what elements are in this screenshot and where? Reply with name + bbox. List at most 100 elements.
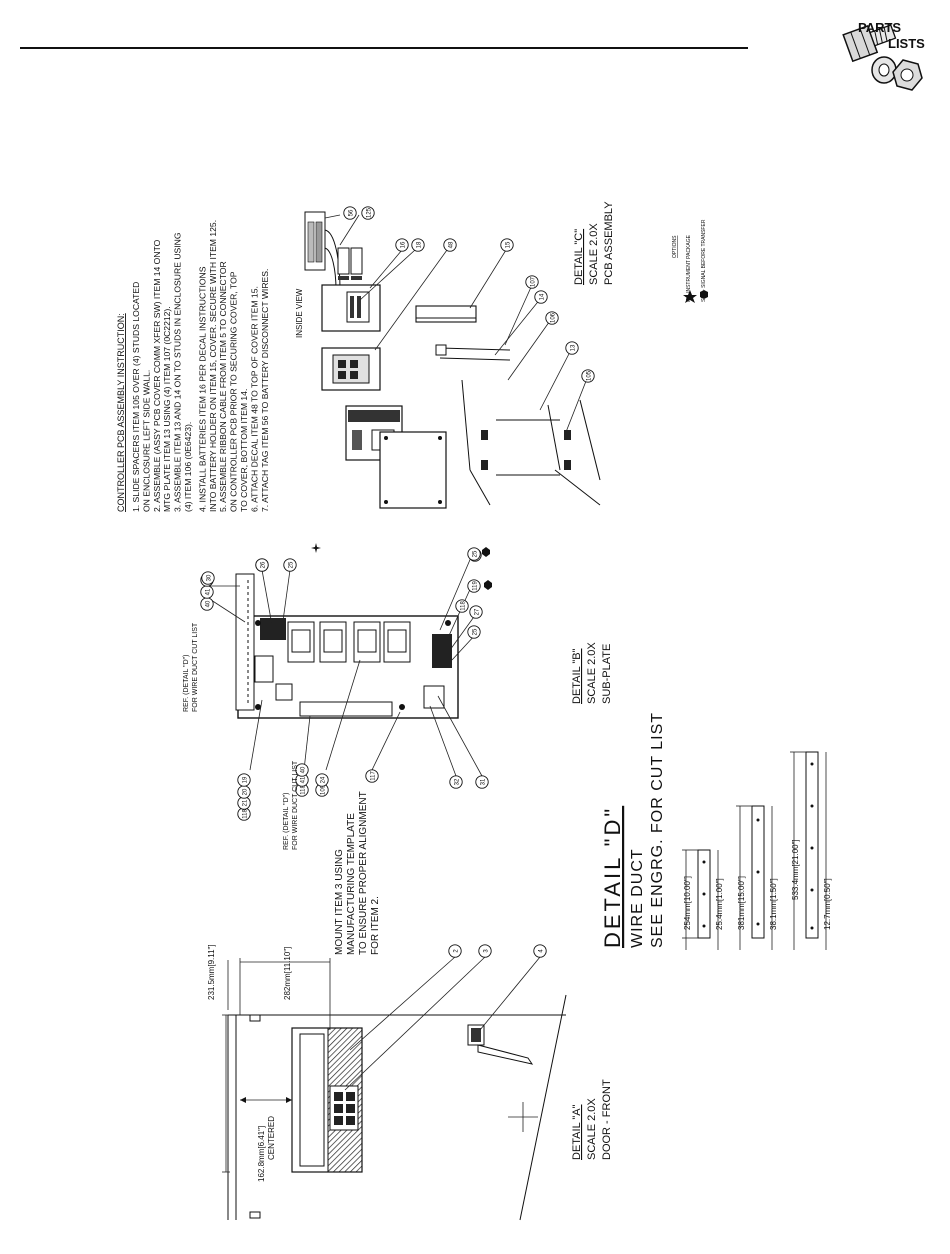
dim-254: 254mm[10.00"] xyxy=(683,876,692,930)
instruction-line: 6. ATTACH DECAL ITEM 48 TO TOP OF COVER … xyxy=(249,286,259,512)
callout-circle xyxy=(315,773,329,787)
detail-c-name: PCB ASSEMBLY xyxy=(603,201,615,285)
detail-b-sub-plate: REF. (DETAIL "D") FOR WIRE DUCT CUT LIST xyxy=(183,543,613,850)
mount-note-line1: MOUNT ITEM 3 USING xyxy=(334,849,345,955)
detail-b-scale: SCALE 2.0X xyxy=(586,642,598,704)
callout-circle xyxy=(467,547,481,561)
callout-circle xyxy=(443,238,457,252)
star-icon xyxy=(683,290,697,303)
callout-number: 118 xyxy=(301,785,307,795)
detail-c-title: DETAIL "C" xyxy=(573,229,585,285)
callout-number: 106 xyxy=(551,312,557,323)
contactor-4 xyxy=(383,621,411,663)
option-sbt: SBT - SIGNAL BEFORE TRANSFER xyxy=(701,219,707,302)
callout-number: 13 xyxy=(571,344,577,351)
detail-d-sub2: SEE ENGRG. FOR CUT LIST xyxy=(649,712,666,948)
instructions-title: CONTROLLER PCB ASSEMBLY INSTRUCTION: xyxy=(116,313,126,512)
wire-duct-top xyxy=(235,573,255,711)
detail-a-dims xyxy=(222,958,331,1173)
callout-number: 25 xyxy=(289,561,295,568)
detail-d-wire-duct: DETAIL "D" WIRE DUCT SEE ENGRG. FOR CUT … xyxy=(600,712,832,950)
decal-panel xyxy=(321,347,381,391)
callout-number: 24 xyxy=(321,776,327,783)
callout-circle xyxy=(395,238,409,252)
callout-number: 25 xyxy=(473,628,479,635)
callout-circle xyxy=(455,599,469,613)
callout-number: 25 xyxy=(473,550,479,557)
detail-a-scale: SCALE 2.0X xyxy=(586,1098,598,1160)
callout-circle xyxy=(411,238,425,252)
dim-height-line1: 162.8mm[6.41"] xyxy=(257,1126,266,1182)
detail-b-leaders xyxy=(207,554,483,777)
small-relay xyxy=(275,683,293,701)
dim-38-1: 38.1mm[1.50"] xyxy=(769,878,778,930)
callout-circle xyxy=(365,769,379,783)
callout-circle xyxy=(581,369,595,383)
callout-circle xyxy=(525,275,539,289)
callout-number: 26 xyxy=(261,561,267,568)
badge-line-2: LISTS xyxy=(888,36,925,51)
callout-circle xyxy=(469,605,483,619)
duct-piece-15in xyxy=(751,805,765,939)
mount-note-line2: MANUFACTURING TEMPLATE xyxy=(346,813,357,955)
callout-circle xyxy=(343,206,357,220)
detail-a-door-front: 231.5mm[9.11"] 282mm[11.10"] 162.8mm[6.4… xyxy=(207,791,613,1221)
callout-circle xyxy=(255,558,269,572)
instruction-line: ON ENCLOSURE LEFT SIDE WALL. xyxy=(141,370,151,512)
pcb-cover-bottom xyxy=(415,305,477,323)
instruction-line: 1. SLIDE SPACERS ITEM 105 OVER (4) STUDS… xyxy=(131,282,141,512)
callout-number: 3 xyxy=(484,949,490,953)
hexagon-icon xyxy=(700,290,708,299)
instruction-line: MTG PLATE ITEM 13 USING (4) ITEM 107 (0C… xyxy=(162,306,172,512)
parts-lists-badge: PARTS LISTS xyxy=(842,20,925,91)
detail-d-title: DETAIL "D" xyxy=(600,806,625,948)
detail-c-scale: SCALE 2.0X xyxy=(588,223,600,285)
ref-bottom-line1: REF. (DETAIL "D") xyxy=(283,793,290,850)
callout-circle xyxy=(448,944,462,958)
terminal-block-right xyxy=(432,634,452,668)
center-crosshair xyxy=(508,1102,538,1132)
instruction-line: 7. ATTACH TAG ITEM 56 TO BATTERY DISCONN… xyxy=(260,269,270,512)
batteries xyxy=(337,247,363,280)
dim-381: 381mm[15.00"] xyxy=(737,876,746,930)
callout-number: 118 xyxy=(243,809,249,819)
dim-height-line2: CENTERED xyxy=(267,1116,276,1160)
detail-d-sub1: WIRE DUCT xyxy=(629,848,646,948)
callout-number: 40 xyxy=(206,600,212,607)
callout-number: 56 xyxy=(349,209,355,216)
callout-number: 118 xyxy=(461,601,467,611)
fuse-block xyxy=(423,685,445,709)
instruction-line: 2. ASSEMBLE (ASSY PCB COVER COMM XFER SW… xyxy=(152,239,162,512)
star-icon xyxy=(311,543,321,553)
callout-circle xyxy=(534,290,548,304)
callout-number: 32 xyxy=(455,778,461,785)
callout-circle xyxy=(467,579,481,593)
wire-duct-bottom xyxy=(299,701,393,717)
detail-c-leaders xyxy=(324,214,589,433)
duct-piece-21in xyxy=(805,751,819,939)
detail-b-title: DETAIL "B" xyxy=(571,648,583,704)
detail-c-pcb-assembly: INSIDE VIEW xyxy=(295,201,615,509)
instruction-line: 3. ASSEMBLE ITEM 13 AND 14 ON TO STUDS I… xyxy=(173,232,183,512)
callout-circle xyxy=(475,775,489,789)
instruction-line: ON CONTROLLER PCB PRIOR TO SECURING COVE… xyxy=(229,271,239,512)
callout-number: 107 xyxy=(531,276,537,287)
callout-number: 16 xyxy=(401,241,407,248)
ref-top-line2: FOR WIRE DUCT CUT LIST xyxy=(192,622,199,712)
mounting-plate xyxy=(379,431,447,509)
callout-number: 109 xyxy=(321,784,327,795)
detail-b-callouts: 4041118302625119251192725118261182120191… xyxy=(200,543,492,821)
contactor-1 xyxy=(287,621,315,663)
battery-holder xyxy=(304,211,341,291)
instruction-line: (4) ITEM 106 (0E6423). xyxy=(183,422,193,512)
callout-number: 117 xyxy=(371,771,377,781)
callout-number: 119 xyxy=(473,581,479,591)
option-ip: IP - INSTRUMENT PACKAGE xyxy=(686,234,692,302)
contactor-2 xyxy=(319,621,347,663)
callout-number: 21 xyxy=(243,799,249,806)
detail-a-leaders xyxy=(344,956,541,1091)
bolt-nut-icon xyxy=(842,24,923,91)
